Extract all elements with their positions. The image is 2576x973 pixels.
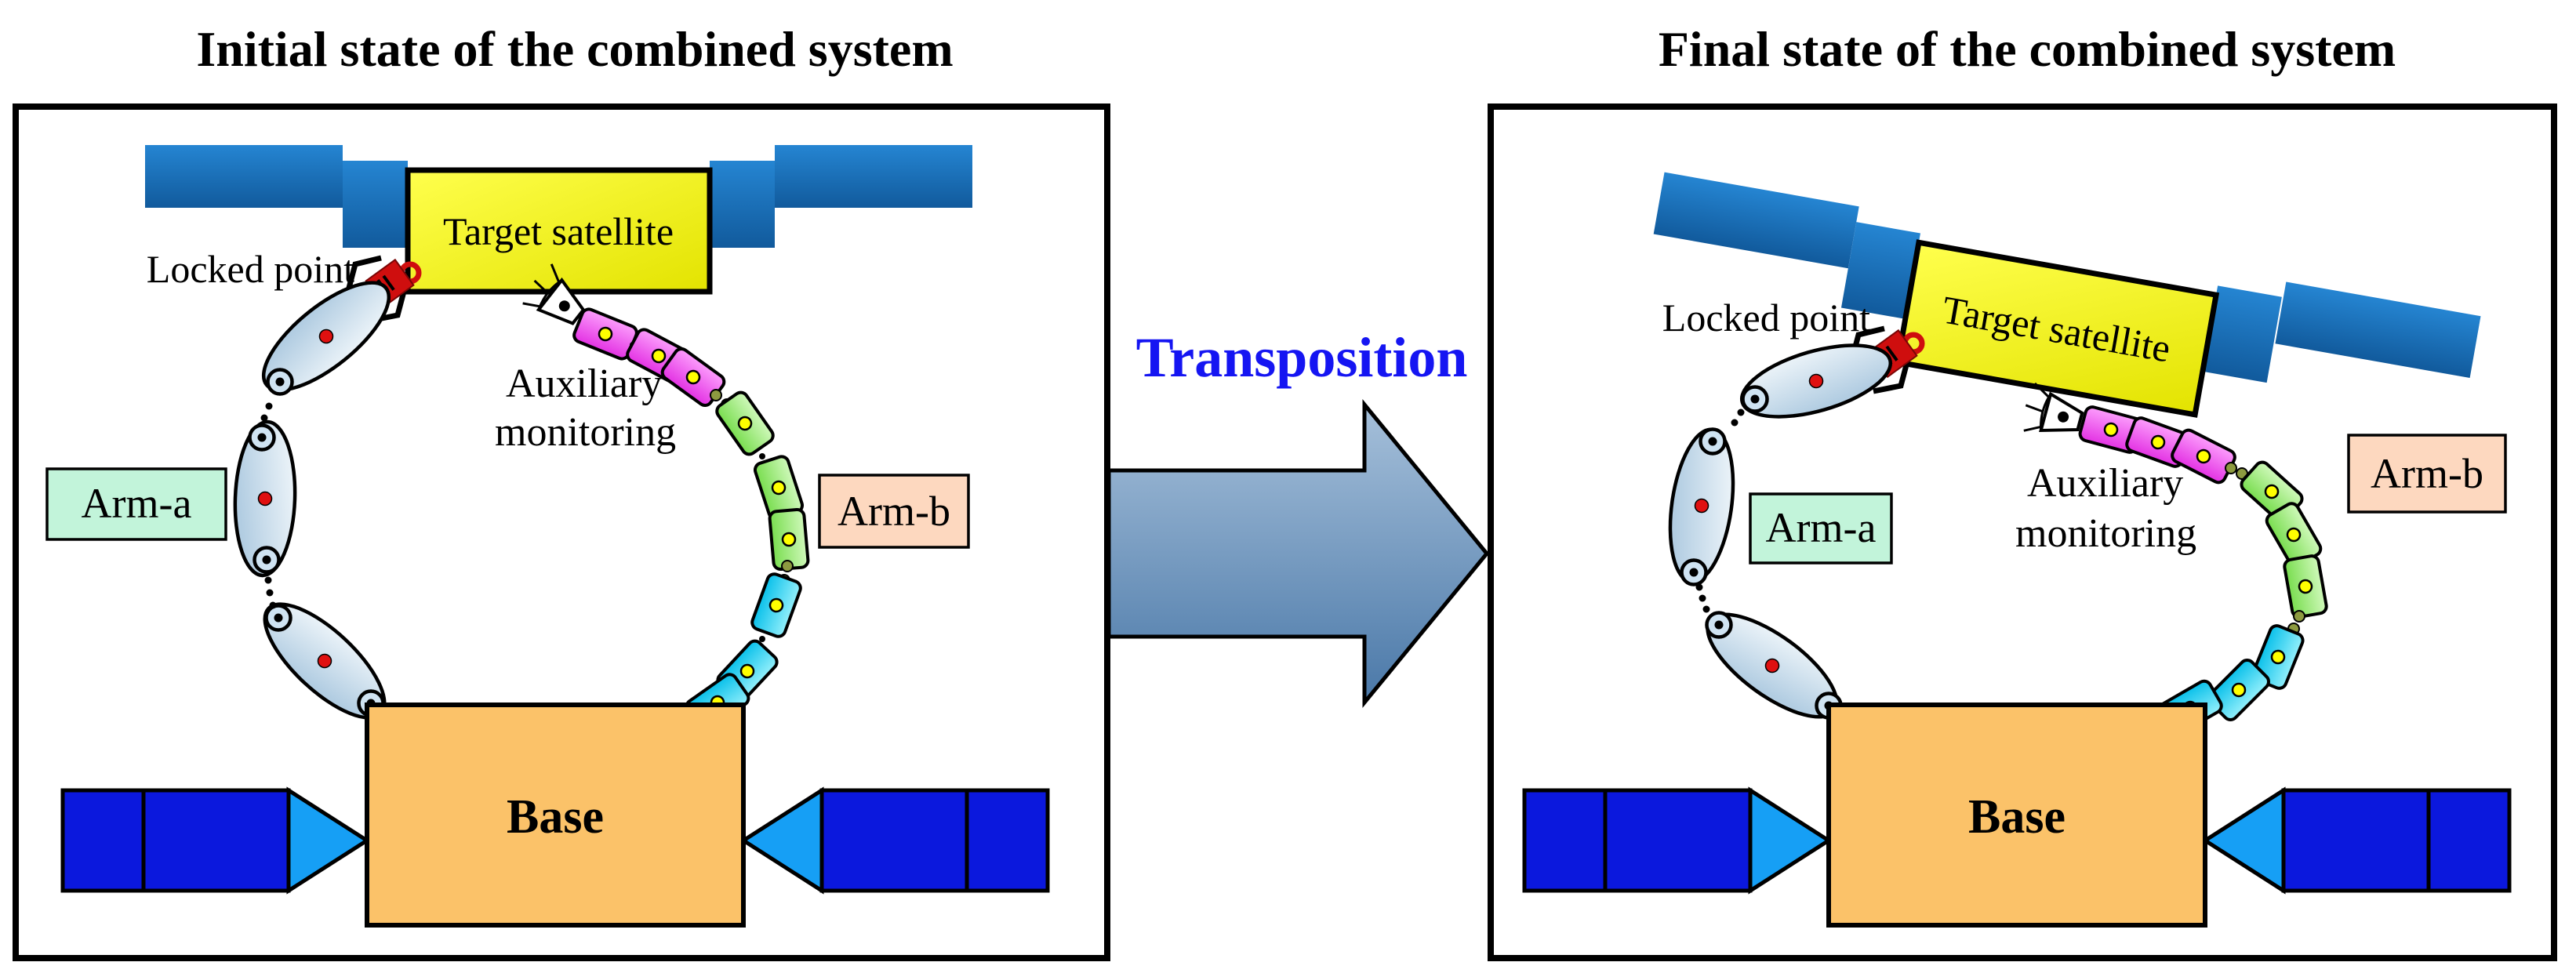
arm-a-joint [267, 606, 291, 630]
gap-dot [260, 414, 268, 422]
solar-wing-right-outer [2275, 281, 2481, 378]
gap-dot [759, 453, 765, 459]
arm-a-joint [1707, 613, 1731, 637]
arm-a-joint [255, 548, 279, 572]
gap-dot [1695, 583, 1703, 591]
arm-a-joint [1743, 387, 1768, 412]
auxiliary-monitoring-line2: monitoring [2015, 511, 2196, 556]
gap-dot [759, 636, 765, 642]
arm-a-label-box [1749, 492, 1893, 565]
target-satellite-label: Target satellite [443, 209, 674, 253]
target-satellite-left: Target satellite [145, 145, 972, 295]
gap-dot [264, 576, 272, 584]
base-label: Base [507, 790, 604, 844]
transposition-label: Transposition [1136, 326, 1468, 389]
locked-point-label: Locked point [1662, 296, 1870, 339]
auxiliary-monitoring-line1: Auxiliary [506, 361, 662, 406]
target-satellite-box [405, 167, 713, 295]
solar-wing-right-connector [710, 161, 775, 248]
base-label: Base [1968, 790, 2066, 844]
solar-wing-right-outer [775, 145, 972, 208]
left-panel-title: Initial state of the combined system [196, 21, 953, 77]
arm-a-joint [1682, 561, 1706, 585]
arm-a-left [233, 265, 405, 735]
olive-dot [781, 560, 794, 572]
arm-a-joint [268, 370, 292, 394]
arm-a-joint [250, 426, 274, 450]
solar-wing-left-outer [145, 145, 343, 208]
gap-dot [265, 402, 273, 410]
olive-dot [2293, 610, 2305, 623]
arm-a-label: Arm-a [1766, 504, 1877, 551]
gap-dot [1702, 605, 1710, 613]
target-satellite-box [1894, 239, 2220, 418]
arm-a-joint [1701, 430, 1725, 454]
auxiliary-monitoring-line2: monitoring [495, 410, 676, 455]
transposition-arrow [1106, 399, 1490, 708]
gap-dot [1737, 408, 1745, 416]
arm-a-label-box [45, 467, 227, 541]
auxiliary-monitoring-line1: Auxiliary [2027, 461, 2183, 506]
arm-b-label: Arm-b [2371, 450, 2483, 497]
solar-wing-left-connector [343, 161, 408, 248]
solar-wing-left-outer [1653, 172, 1859, 269]
olive-dot [2225, 462, 2237, 474]
locked-point-label: Locked point [147, 247, 354, 291]
arm-b-label: Arm-b [837, 488, 950, 535]
arm-b-right [2018, 380, 2330, 739]
arm-b-left [517, 260, 811, 735]
solar-wing-left-connector [1840, 222, 1920, 319]
right-panel: Target satellite Locked point Arm-a Auxi… [1488, 103, 2557, 961]
arm-b-label-box [2347, 434, 2507, 514]
left-panel: Target satellite Locked point Arm-a Auxi… [13, 103, 1110, 961]
target-satellite-right: Target satellite [1653, 172, 2481, 418]
arm-b-label-box [818, 474, 970, 549]
arm-a-label: Arm-a [82, 480, 192, 527]
gap-dot [1699, 594, 1706, 602]
gap-dot [269, 601, 277, 609]
olive-dot [710, 389, 722, 401]
solar-wing-right-connector [2202, 285, 2282, 383]
gap-dot [1731, 419, 1739, 427]
arm-a-right [1662, 331, 1898, 735]
right-panel-title: Final state of the combined system [1659, 21, 2396, 77]
gap-dot [266, 589, 274, 597]
